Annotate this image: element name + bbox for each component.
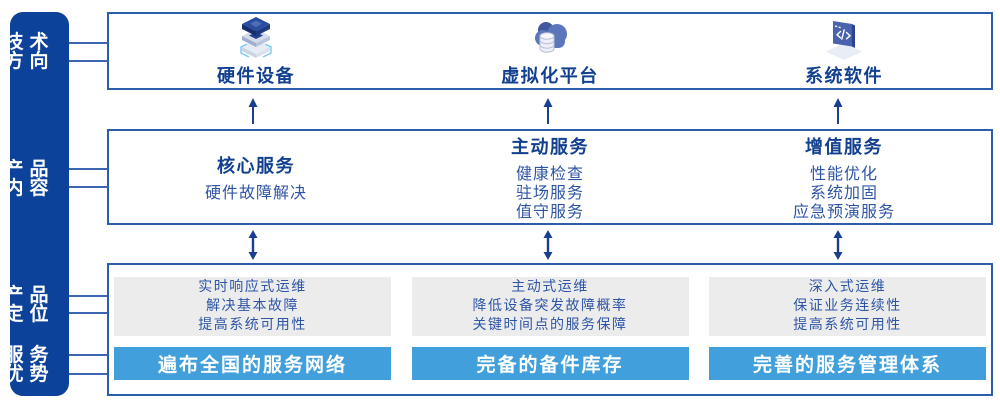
tech-label-virtualization: 虚拟化平台 bbox=[501, 66, 599, 87]
service-item: 性能优化 bbox=[809, 164, 878, 183]
advantage-bar: 完备的备件库存 bbox=[411, 347, 689, 380]
software-window-icon bbox=[820, 14, 868, 60]
positioning-line: 提高系统可用性 bbox=[793, 317, 902, 333]
service-heading: 主动服务 bbox=[511, 137, 589, 158]
double-arrow-icon bbox=[833, 230, 843, 260]
sidebar-label-tech-direction: 技术 方向 bbox=[4, 31, 55, 72]
positioning-line: 降低设备突发故障概率 bbox=[472, 298, 628, 314]
tech-column-virtualization: 虚拟化平台 bbox=[403, 14, 697, 88]
advantage-bar: 完善的服务管理体系 bbox=[709, 347, 986, 380]
up-arrow-icon bbox=[543, 98, 553, 124]
connector-line bbox=[69, 60, 107, 62]
sidebar-label-product-position: 产品 定位 bbox=[4, 284, 55, 325]
service-item: 硬件故障解决 bbox=[204, 183, 307, 202]
connector-line bbox=[69, 312, 107, 314]
service-item: 应急预演服务 bbox=[792, 202, 895, 221]
tech-direction-box: 硬件设备 虚拟化平台 bbox=[107, 12, 993, 90]
positioning-panel: 深入式运维 保证业务连续性 提高系统可用性 bbox=[709, 277, 986, 336]
positioning-line: 保证业务连续性 bbox=[793, 298, 902, 314]
up-arrow-icon bbox=[248, 98, 258, 124]
connector-line bbox=[69, 354, 107, 356]
double-arrow-icon bbox=[543, 230, 553, 260]
positioning-line: 深入式运维 bbox=[808, 279, 887, 295]
tech-column-software: 系统软件 bbox=[697, 14, 991, 88]
service-heading: 增值服务 bbox=[805, 137, 883, 158]
advantage-bar: 遍布全国的服务网络 bbox=[114, 347, 391, 380]
up-arrow-icon bbox=[833, 98, 843, 124]
service-heading: 核心服务 bbox=[217, 156, 295, 177]
positioning-line: 解决基本故障 bbox=[206, 298, 299, 314]
connector-line bbox=[69, 373, 107, 375]
positioning-column-indepth: 深入式运维 保证业务连续性 提高系统可用性 完善的服务管理体系 bbox=[709, 265, 986, 394]
positioning-panel: 主动式运维 降低设备突发故障概率 关键时间点的服务保障 bbox=[411, 277, 689, 336]
positioning-line: 主动式运维 bbox=[511, 279, 589, 295]
service-column-active: 主动服务 健康检查 驻场服务 值守服务 bbox=[403, 131, 697, 223]
cloud-database-icon bbox=[526, 14, 574, 60]
product-content-box: 核心服务 硬件故障解决 主动服务 健康检查 驻场服务 值守服务 增值服务 性能优… bbox=[107, 129, 993, 225]
double-arrow-icon bbox=[248, 230, 258, 260]
positioning-panel: 实时响应式运维 解决基本故障 提高系统可用性 bbox=[114, 277, 391, 336]
service-item: 值守服务 bbox=[515, 202, 584, 221]
positioning-column-proactive: 主动式运维 降低设备突发故障概率 关键时间点的服务保障 完备的备件库存 bbox=[411, 265, 689, 394]
tech-label-hardware: 硬件设备 bbox=[217, 66, 295, 87]
server-stack-icon bbox=[232, 14, 280, 60]
service-column-value-added: 增值服务 性能优化 系统加固 应急预演服务 bbox=[697, 131, 991, 223]
connector-line bbox=[69, 42, 107, 44]
service-item: 健康检查 bbox=[515, 164, 584, 183]
tech-column-hardware: 硬件设备 bbox=[109, 14, 403, 88]
positioning-line: 提高系统可用性 bbox=[198, 317, 307, 333]
tech-label-software: 系统软件 bbox=[805, 66, 883, 87]
sidebar-label-product-content: 产品 内容 bbox=[4, 158, 55, 199]
positioning-line: 实时响应式运维 bbox=[198, 279, 307, 295]
positioning-line: 关键时间点的服务保障 bbox=[472, 317, 628, 333]
category-sidebar bbox=[10, 12, 69, 396]
service-item: 系统加固 bbox=[809, 183, 878, 202]
sidebar-label-service-advantage: 服务 优势 bbox=[4, 344, 55, 385]
service-item: 驻场服务 bbox=[515, 183, 584, 202]
connector-line bbox=[69, 295, 107, 297]
product-positioning-box: 实时响应式运维 解决基本故障 提高系统可用性 遍布全国的服务网络 主动式运维 降… bbox=[107, 263, 993, 396]
connector-line bbox=[69, 168, 107, 170]
positioning-column-realtime: 实时响应式运维 解决基本故障 提高系统可用性 遍布全国的服务网络 bbox=[114, 265, 391, 394]
connector-line bbox=[69, 186, 107, 188]
service-column-core: 核心服务 硬件故障解决 bbox=[109, 131, 403, 223]
